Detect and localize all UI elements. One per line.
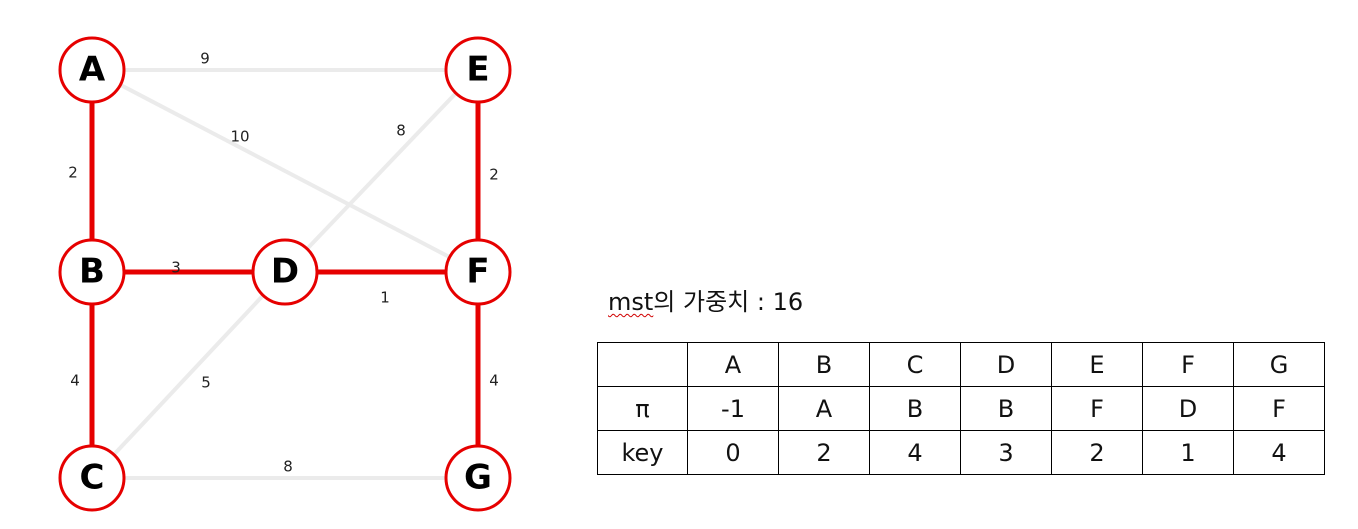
edge-D-C: [90, 270, 287, 480]
prim-result-table: A B C D E F G π -1 A B B F D F key 0 2 4…: [597, 342, 1325, 475]
node-circle: [444, 36, 512, 104]
edge-weight-A-E: 9: [200, 50, 210, 68]
table-cell: B: [960, 386, 1052, 431]
table-header-row: A B C D E F G: [597, 342, 1325, 387]
table-cell: B: [869, 386, 961, 431]
edge-weight-F-G: 4: [489, 372, 499, 390]
node-D: D: [251, 238, 319, 306]
node-circle: [58, 238, 126, 306]
edge-weight-C-G: 8: [283, 458, 293, 476]
table-cell: F: [1233, 386, 1325, 431]
table-row-key: key 0 2 4 3 2 1 4: [597, 430, 1325, 475]
node-B: B: [58, 238, 126, 306]
edge-weight-D-E: 8: [396, 122, 406, 140]
node-circle: [58, 36, 126, 104]
graph-diagram: 9 10 8 5 8 2 2 3 1 4 4 A E B D F C G: [58, 36, 512, 512]
table-header-cell: G: [1233, 342, 1325, 387]
table-cell: 2: [778, 430, 870, 475]
edge-weight-B-D: 3: [171, 259, 181, 277]
table-header-cell: F: [1142, 342, 1234, 387]
mst-word: mst: [608, 288, 654, 316]
edge-weight-A-B: 2: [68, 164, 78, 182]
node-label: E: [466, 50, 489, 90]
node-A: A: [58, 36, 126, 104]
table-header-cell: C: [869, 342, 961, 387]
table-header-cell: E: [1051, 342, 1143, 387]
edge-weight-A-F: 10: [230, 128, 249, 146]
edge-D-E: [283, 68, 480, 274]
node-label: B: [79, 252, 105, 292]
table-cell: 4: [869, 430, 961, 475]
table-cell: 3: [960, 430, 1052, 475]
table-cell: 1: [1142, 430, 1234, 475]
node-G: G: [444, 444, 512, 512]
node-label: F: [466, 252, 489, 292]
table-header-corner: [597, 342, 688, 387]
node-label: C: [80, 458, 105, 498]
node-circle: [251, 238, 319, 306]
node-label: A: [79, 50, 106, 90]
node-E: E: [444, 36, 512, 104]
node-F: F: [444, 238, 512, 306]
node-circle: [444, 444, 512, 512]
table-cell: F: [1051, 386, 1143, 431]
table-header-cell: D: [960, 342, 1052, 387]
mst-weight-text: 의 가중치 : 16: [653, 288, 804, 316]
table-cell: 2: [1051, 430, 1143, 475]
node-label: D: [271, 252, 299, 292]
table-cell: 0: [687, 430, 779, 475]
edge-A-F: [91, 68, 479, 274]
table-header-cell: A: [687, 342, 779, 387]
table-cell: 4: [1233, 430, 1325, 475]
edge-weight-D-C: 5: [201, 374, 211, 392]
edge-weight-E-F: 2: [489, 166, 499, 184]
node-circle: [58, 444, 126, 512]
node-circle: [444, 238, 512, 306]
edge-weight-B-C: 4: [70, 372, 80, 390]
table-cell: A: [778, 386, 870, 431]
table-header-cell: B: [778, 342, 870, 387]
row-label-key: key: [597, 430, 688, 475]
row-label-parent: π: [597, 386, 688, 431]
node-C: C: [58, 444, 126, 512]
table-cell: -1: [687, 386, 779, 431]
edge-weight-D-F: 1: [380, 289, 390, 307]
node-label: G: [464, 458, 492, 498]
mst-weight-label: mst의 가중치 : 16: [608, 282, 803, 317]
table-row-parent: π -1 A B B F D F: [597, 386, 1325, 431]
table-cell: D: [1142, 386, 1234, 431]
